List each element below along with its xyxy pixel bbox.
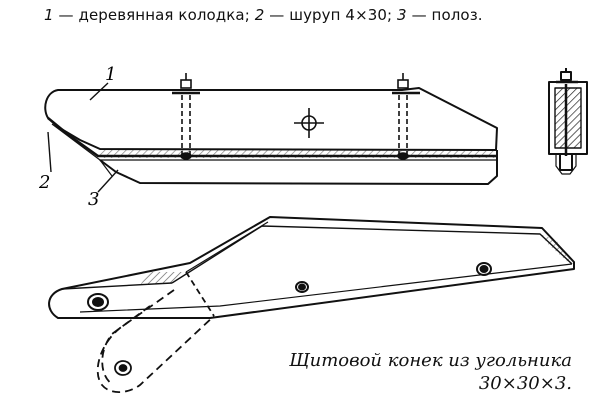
callout-2: 2 — [38, 172, 50, 193]
screw-left — [172, 73, 200, 160]
legend-item-2: — шуруп 4 — [264, 6, 356, 24]
legend-item-1: — деревянная колодка; — [53, 6, 255, 24]
legend-item-2b: 30; — [367, 6, 398, 24]
legend-text: 1 — деревянная колодка; 2 — шуруп 4×30; … — [44, 6, 483, 24]
callout-leaders — [47, 82, 119, 193]
legend-number-3: 3 — [397, 6, 407, 24]
center-hole-mark — [294, 108, 324, 138]
callout-3: 3 — [88, 189, 99, 210]
wooden-block-side-view — [44, 87, 498, 185]
legend-number-2: 2 — [254, 6, 265, 24]
caption-line-2: 30×30×3. — [478, 373, 572, 394]
angle-iron-skate — [48, 216, 575, 319]
screw-right — [392, 73, 420, 160]
legend-item-3: — полоз. — [406, 6, 483, 24]
bent-tip-dashed-outline — [96, 271, 215, 394]
caption-line-1: Щитовой конек из угольника — [289, 350, 572, 371]
figure-caption: Щитовой конек из угольника 30×30×3. — [289, 349, 572, 395]
legend-number-1: 1 — [44, 6, 54, 24]
legend-times-sign: × — [355, 6, 368, 24]
callout-1: 1 — [105, 64, 116, 85]
cross-section-view — [548, 68, 588, 175]
mounting-holes — [87, 262, 492, 311]
